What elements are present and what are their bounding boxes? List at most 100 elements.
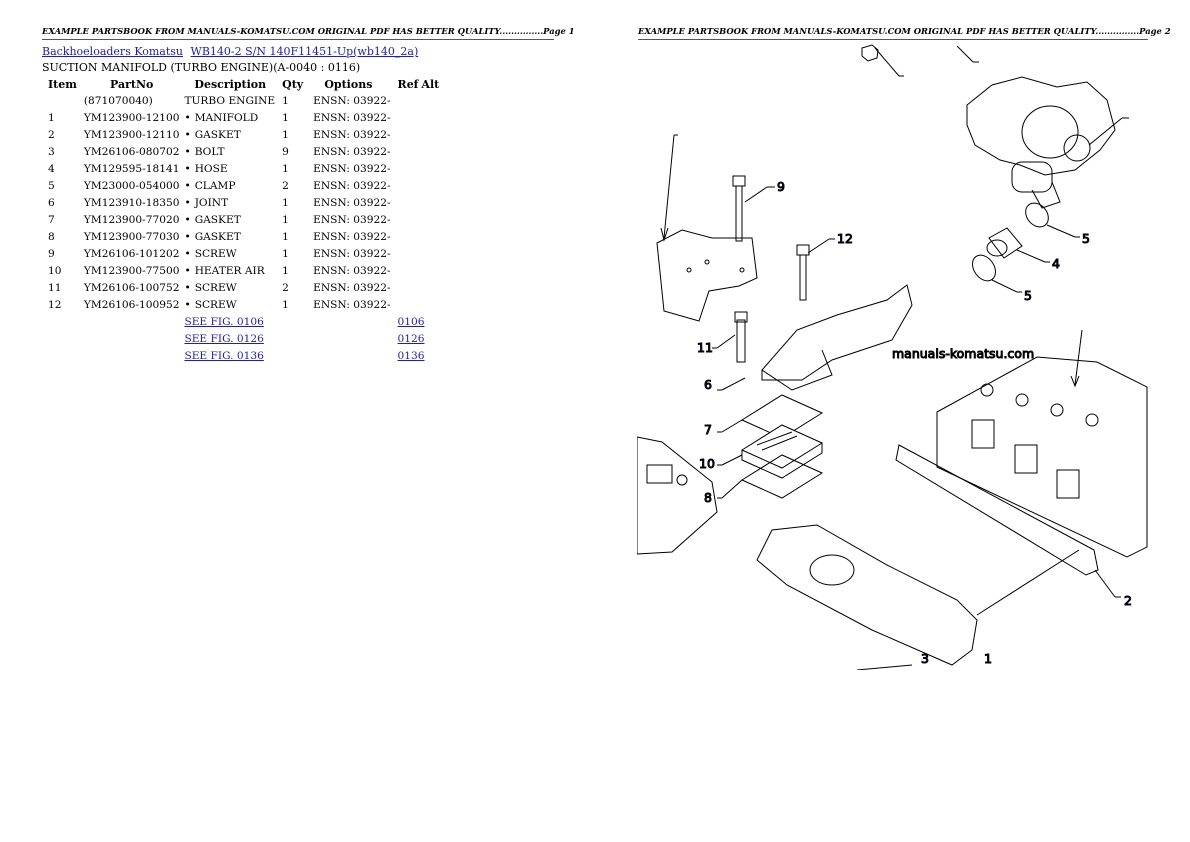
- options-cell: ENSN: 03922-: [313, 111, 391, 124]
- description-cell: •BOLT: [182, 143, 278, 160]
- qty-cell: 2: [282, 281, 289, 294]
- ref-cell: [394, 245, 419, 262]
- description-text: CLAMP: [194, 179, 236, 192]
- alt-cell: [418, 92, 443, 109]
- options-cell: ENSN: 03922-: [313, 281, 391, 294]
- alt-cell: [418, 228, 443, 245]
- description-cell: •HOSE: [182, 160, 278, 177]
- alt-cell: [418, 211, 443, 228]
- description-cell: •GASKET: [182, 211, 278, 228]
- page-header: EXAMPLE PARTSBOOK FROM MANUALS-KOMATSU.C…: [638, 26, 1171, 40]
- page-1: EXAMPLE PARTSBOOK FROM MANUALS-KOMATSU.C…: [42, 26, 575, 364]
- callout-9: 9: [777, 179, 785, 194]
- col-item: Item: [48, 78, 77, 91]
- cylinder-head-drawing: [936, 329, 1148, 558]
- clamp-5-lower: [972, 254, 1022, 293]
- nut-icon: [861, 44, 979, 77]
- partno-cell: YM23000-054000: [83, 179, 180, 192]
- callout-6: 6: [704, 377, 712, 392]
- ref-cell: [394, 194, 419, 211]
- ref-cell: [394, 262, 419, 279]
- description-cell: •CLAMP: [182, 177, 278, 194]
- qty-cell: 1: [282, 247, 289, 260]
- bullet-icon: •: [184, 128, 191, 141]
- partno-cell: YM26106-100952: [83, 298, 180, 311]
- item-cell: 3: [48, 145, 55, 158]
- options-cell: ENSN: 03922-: [313, 162, 391, 175]
- callout-3: 3: [921, 651, 929, 666]
- qty-cell: 1: [282, 162, 289, 175]
- partno-cell: YM123900-77020: [83, 213, 180, 226]
- see-fig-link[interactable]: SEE FIG. 0136: [184, 349, 264, 362]
- watermark: manuals-komatsu.com: [892, 346, 1034, 361]
- breadcrumb-link-model[interactable]: WB140-2 S/N 140F11451-Up(wb140_2a): [190, 45, 419, 58]
- page-header: EXAMPLE PARTSBOOK FROM MANUALS-KOMATSU.C…: [42, 26, 575, 40]
- exploded-parts-diagram: manuals-komatsu.com: [636, 40, 1149, 671]
- breadcrumb-link-category[interactable]: Backhoeloaders Komatsu: [42, 45, 184, 58]
- bracket-drawing: [656, 134, 758, 322]
- col-partno: PartNo: [109, 78, 154, 91]
- qty-cell: 1: [282, 213, 289, 226]
- ref-cell: [394, 296, 419, 313]
- callout-2: 2: [1124, 593, 1132, 608]
- joint-6: manuals-komatsu.com: [712, 284, 1035, 391]
- partno-cell: YM26106-101202: [83, 247, 180, 260]
- qty-cell: 1: [282, 128, 289, 141]
- item-cell: 4: [48, 162, 55, 175]
- options-cell: ENSN: 03922-: [313, 264, 391, 277]
- ref-cell: [394, 211, 419, 228]
- ref-cell: [394, 143, 419, 160]
- alt-cell: [418, 160, 443, 177]
- bullet-icon: •: [184, 298, 191, 311]
- item-cell: 12: [48, 298, 62, 311]
- ref-link[interactable]: 0136: [397, 349, 425, 362]
- alt-cell: [418, 245, 443, 262]
- callout-7: 7: [704, 422, 712, 437]
- bullet-icon: •: [184, 145, 191, 158]
- description-text: JOINT: [194, 196, 229, 209]
- qty-cell: 1: [282, 298, 289, 311]
- description-text: GASKET: [194, 230, 241, 243]
- bullet-icon: •: [184, 213, 191, 226]
- bullet-icon: •: [184, 111, 191, 124]
- manifold-1: [756, 524, 1080, 671]
- ref-link[interactable]: 0126: [397, 332, 425, 345]
- item-cell: 7: [48, 213, 55, 226]
- ref-cell: [394, 92, 419, 109]
- qty-cell: 2: [282, 179, 289, 192]
- options-cell: ENSN: 03922-: [313, 179, 391, 192]
- options-cell: ENSN: 03922-: [313, 196, 391, 209]
- description-text: HOSE: [194, 162, 228, 175]
- alt-cell: [418, 143, 443, 160]
- description-cell: •MANIFOLD: [182, 109, 278, 126]
- alt-cell: [418, 194, 443, 211]
- description-cell: •SCREW: [182, 279, 278, 296]
- see-fig-row: SEE FIG. 0126 0126: [44, 330, 443, 347]
- description-cell: •GASKET: [182, 126, 278, 143]
- options-cell: ENSN: 03922-: [313, 94, 391, 107]
- options-cell: ENSN: 03922-: [313, 128, 391, 141]
- item-cell: [44, 92, 81, 109]
- see-fig-link[interactable]: SEE FIG. 0126: [184, 332, 264, 345]
- screw-12: [796, 238, 835, 301]
- breadcrumb: Backhoeloaders Komatsu WB140-2 S/N 140F1…: [42, 45, 422, 58]
- ref-cell: [394, 228, 419, 245]
- description-cell: •GASKET: [182, 228, 278, 245]
- item-cell: 10: [48, 264, 62, 277]
- ref-link[interactable]: 0106: [397, 315, 425, 328]
- bullet-icon: •: [184, 162, 191, 175]
- partno-cell: YM123910-18350: [83, 196, 180, 209]
- parts-table: Item PartNo Description Qty Options Ref …: [44, 77, 443, 364]
- see-fig-link[interactable]: SEE FIG. 0106: [184, 315, 264, 328]
- callout-8: 8: [704, 490, 712, 505]
- callout-5-upper: 5: [1082, 231, 1090, 246]
- alt-cell: [418, 177, 443, 194]
- item-cell: 8: [48, 230, 55, 243]
